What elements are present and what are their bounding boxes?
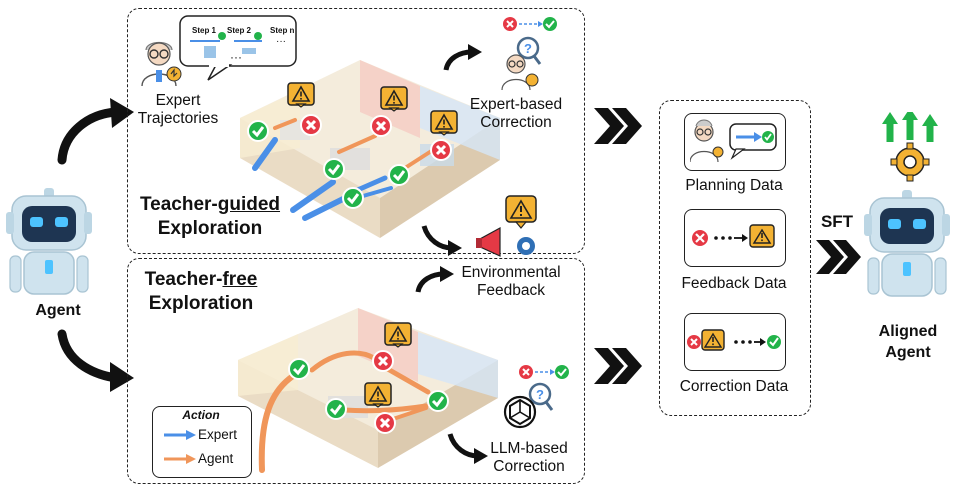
curved-arrow-icon [443, 44, 482, 71]
warning-icon [430, 110, 458, 136]
curved-arrow-icon [415, 266, 454, 293]
steps-more: ··· [230, 50, 242, 64]
check-icon [288, 358, 310, 380]
steps-continuation: ··· [276, 36, 286, 47]
legend-expert-label: Expert [198, 427, 238, 442]
cross-to-check-icon [519, 365, 569, 379]
warning-icon [380, 86, 408, 112]
legend-agent-label: Agent [198, 451, 234, 466]
warning-icon [287, 82, 315, 108]
planning-data-icon [690, 119, 777, 163]
step-n-label: Step n [270, 26, 295, 35]
double-chevron-icon [594, 348, 642, 384]
agent-label: Agent [35, 302, 81, 319]
check-icon [427, 390, 449, 412]
step-1-label: Step 1 [192, 26, 217, 35]
correction-data-label: Correction Data [679, 378, 789, 395]
check-icon [325, 398, 347, 420]
correction-data-icon [687, 329, 781, 351]
planning-data-label: Planning Data [685, 177, 783, 194]
teacher-guided-panel [127, 8, 585, 254]
svg-text:?: ? [536, 387, 544, 402]
agent-robot-icon [6, 188, 92, 295]
data-panel [659, 100, 811, 416]
warning-icon [364, 382, 392, 408]
growth-gear-icon [882, 112, 938, 182]
curved-arrow-icon [447, 433, 488, 464]
curved-arrow-icon [421, 225, 462, 256]
legend-title: Action [182, 408, 220, 422]
warning-icon [384, 322, 412, 348]
step-2-label: Step 2 [227, 26, 252, 35]
svg-text:?: ? [524, 41, 532, 56]
feedback-data-icon [692, 224, 775, 248]
teacher-free-panel [127, 258, 585, 484]
expert-arrows-top [252, 118, 435, 221]
agent-arrows-bottom [258, 350, 431, 473]
megaphone-feedback-icon [476, 195, 537, 257]
double-chevron-icon [816, 240, 861, 274]
agent-to-panels-arrows [57, 98, 134, 392]
feedback-data-label: Feedback Data [681, 275, 787, 292]
legend-agent-arrow [164, 454, 196, 464]
house-scene-bottom [238, 308, 498, 468]
check-icon [323, 158, 345, 180]
llm-openai-magnifier-icon: ? [503, 382, 554, 429]
cross-icon [374, 412, 396, 434]
check-icon [247, 120, 269, 142]
cross-icon [370, 115, 392, 137]
cross-icon [430, 139, 452, 161]
legend-expert-arrow [164, 430, 196, 440]
double-chevron-icon [594, 108, 642, 144]
steps-speech-bubble [179, 15, 297, 81]
cross-icon [372, 350, 394, 372]
sft-label: SFT [820, 212, 854, 231]
cross-to-check-icon [503, 17, 557, 31]
aligned-agent-robot-icon [864, 190, 950, 297]
cross-icon [300, 114, 322, 136]
check-icon [388, 164, 410, 186]
expert-magnifier-icon: ? [501, 36, 542, 91]
action-legend [152, 406, 252, 478]
expert-scientist-icon [141, 41, 182, 87]
check-icon [342, 187, 364, 209]
